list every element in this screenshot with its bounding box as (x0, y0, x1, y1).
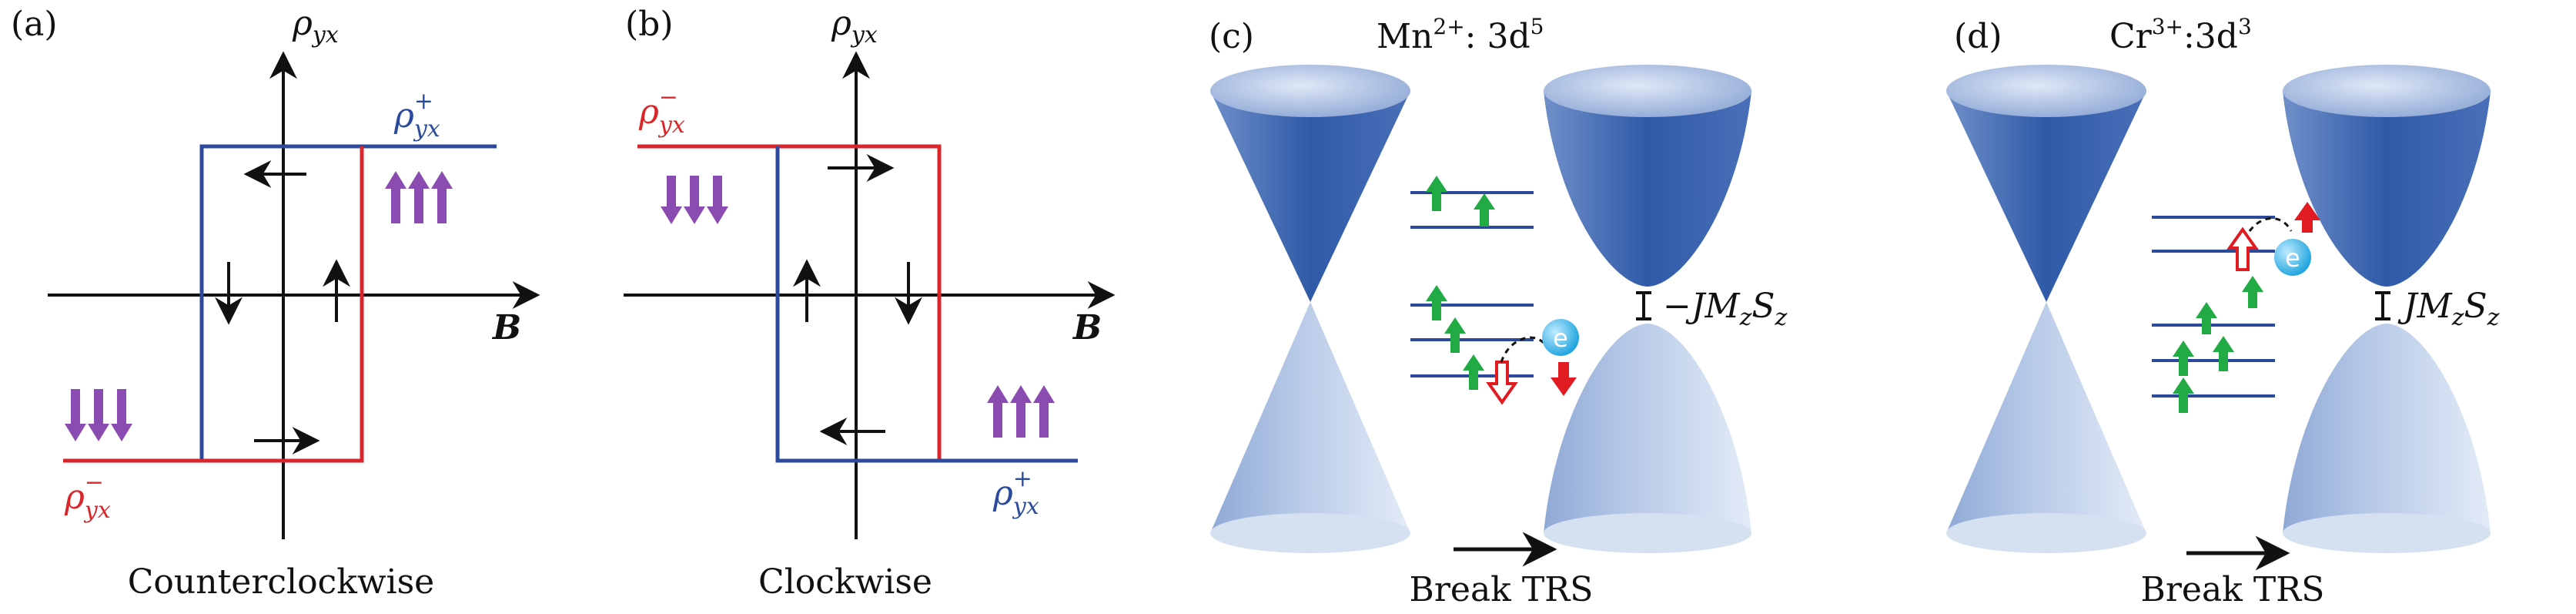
panel-d-caption: Break TRS (2141, 570, 2325, 609)
panel-c-gap-marker (1636, 291, 1651, 320)
panel-b-red-branch (637, 144, 942, 461)
panel-d-hollow-up-arrow (2226, 226, 2259, 271)
panel-d-gap-marker (2375, 291, 2390, 320)
panel-b-rho-plus-label: ρyx+ (992, 465, 1039, 520)
panel-b: (b) ρyx B ρyx− ρyx+ Clockwise (624, 4, 1116, 602)
panel-d-dirac-cone-gapless (1946, 65, 2146, 553)
panel-c-spin-up-arrows (1426, 176, 1495, 390)
panel-a-x-axis-label: B (491, 308, 521, 347)
panel-c-caption: Break TRS (1410, 570, 1594, 609)
panel-b-spins-down (661, 176, 728, 224)
panel-d-energy-levels (2152, 216, 2275, 398)
panel-a-rho-plus-label: ρyx+ (393, 88, 440, 143)
panel-a-red-branch (63, 146, 364, 463)
panel-c-gap-label: −JMzSz (1663, 287, 1788, 331)
panel-a: (a) ρyx B ρyx+ ρyx− Counterclockwise (11, 4, 540, 602)
svg-text:e: e (1553, 324, 1568, 353)
panel-b-rho-minus-label: ρyx− (638, 84, 685, 139)
panel-b-y-axis-label: ρyx (831, 4, 878, 49)
panel-c-solid-down-arrow (1551, 362, 1577, 396)
panel-b-spins-up (987, 385, 1055, 438)
svg-text:e: e (2285, 243, 2300, 273)
panel-b-blue-branch (775, 146, 1078, 463)
panel-a-blue-branch (199, 144, 497, 461)
panel-a-spins-up (385, 171, 453, 223)
panel-c-hop-path (1500, 336, 1545, 363)
panel-c-energy-levels (1410, 191, 1534, 377)
panel-c-hollow-down-arrow (1486, 361, 1518, 405)
panel-a-spins-down (65, 389, 132, 441)
panel-c: (c) Mn2+: 3d5 −JMzSz (1209, 14, 1788, 609)
panel-c-dirac-cone-gapped (1544, 65, 1751, 553)
panel-d-spin-up-arrows (2173, 276, 2263, 413)
panel-b-caption: Clockwise (758, 562, 932, 602)
panel-a-rho-minus-label: ρyx− (64, 469, 111, 524)
panel-d-title: Cr3+:3d3 (2109, 14, 2252, 56)
panel-d-label: (d) (1954, 17, 2002, 56)
panel-c-label: (c) (1209, 17, 1254, 56)
panel-b-label: (b) (625, 5, 674, 44)
panel-c-electron: e (1542, 319, 1579, 356)
panel-d-hop-path (2248, 217, 2293, 232)
panel-a-caption: Counterclockwise (128, 562, 434, 602)
panel-c-dirac-cone-gapless (1210, 65, 1410, 553)
panel-b-x-axis-label: B (1072, 308, 1102, 347)
panel-d-electron: e (2274, 239, 2311, 276)
panel-a-y-axis-label: ρyx (292, 4, 339, 49)
panel-d: (d) Cr3+:3d3 JMzSz (1946, 14, 2500, 609)
panel-d-gap-label: JMzSz (2397, 287, 2500, 331)
panel-d-dirac-cone-gapped (2283, 65, 2491, 553)
panel-d-solid-up-arrow (2294, 202, 2320, 233)
panel-c-title: Mn2+: 3d5 (1377, 14, 1544, 56)
panel-a-label: (a) (11, 5, 58, 44)
